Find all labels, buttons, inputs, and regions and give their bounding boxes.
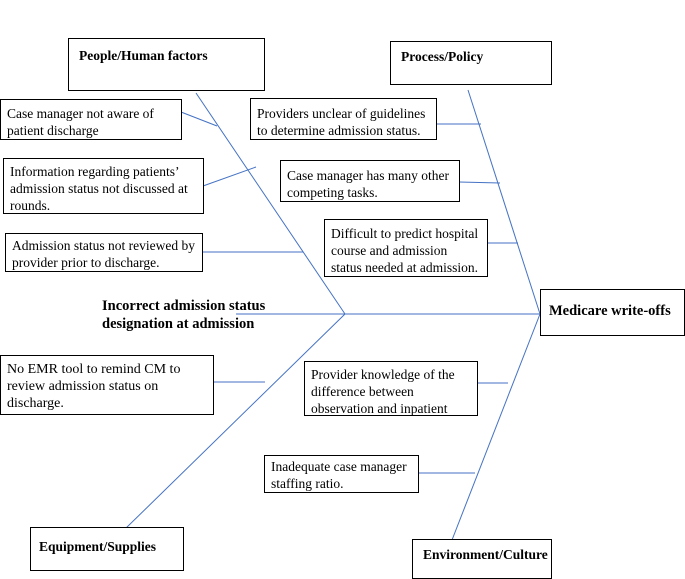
equipment-cause-1: No EMR tool to remind CM to review admis… bbox=[0, 355, 214, 415]
process-bone bbox=[467, 89, 541, 315]
people-bone bbox=[195, 92, 346, 315]
process-cause-3: Difficult to predict hospital course and… bbox=[324, 219, 488, 277]
equipment-cause-1-text: No EMR tool to remind CM to review admis… bbox=[7, 362, 181, 411]
effect-box: Medicare write-offs bbox=[540, 289, 685, 336]
environment-cause-1-text: Provider knowledge of the difference bet… bbox=[311, 367, 455, 416]
environment-cause-2-text: Inadequate case manager staffing ratio. bbox=[271, 459, 407, 491]
environment-cause-1: Provider knowledge of the difference bet… bbox=[304, 361, 478, 416]
people-cause-2-text: Information regarding patients’ admissio… bbox=[10, 164, 188, 213]
category-process-box: Process/Policy bbox=[390, 41, 552, 85]
equipment-bone bbox=[121, 313, 346, 533]
process-cause-1-text: Providers unclear of guidelines to deter… bbox=[257, 106, 426, 138]
people-cause-2-line bbox=[202, 166, 257, 187]
environment-bone bbox=[451, 313, 541, 541]
process-cause-1: Providers unclear of guidelines to deter… bbox=[250, 98, 437, 140]
people-cause-1-text: Case manager not aware of patient discha… bbox=[7, 106, 154, 138]
category-equipment-box: Equipment/Supplies bbox=[30, 527, 184, 571]
problem-statement-text: Incorrect admission status designation a… bbox=[102, 298, 266, 332]
process-cause-2: Case manager has many other competing ta… bbox=[280, 160, 460, 202]
category-equipment-label: Equipment/Supplies bbox=[39, 539, 157, 554]
people-cause-2: Information regarding patients’ admissio… bbox=[3, 158, 204, 214]
process-cause-2-text: Case manager has many other competing ta… bbox=[287, 168, 449, 200]
people-cause-3: Admission status not reviewed by provide… bbox=[5, 233, 203, 272]
process-cause-3-text: Difficult to predict hospital course and… bbox=[331, 226, 479, 275]
category-environment-label: Environment/Culture bbox=[423, 547, 548, 562]
environment-cause-2: Inadequate case manager staffing ratio. bbox=[264, 455, 419, 493]
people-cause-1-line bbox=[180, 111, 218, 127]
effect-label: Medicare write-offs bbox=[549, 303, 671, 319]
people-cause-3-text: Admission status not reviewed by provide… bbox=[12, 238, 195, 270]
category-people-label: People/Human factors bbox=[79, 48, 208, 63]
process-cause-2-line bbox=[458, 181, 501, 184]
people-cause-1: Case manager not aware of patient discha… bbox=[0, 99, 182, 140]
category-people-box: People/Human factors bbox=[68, 38, 265, 91]
category-environment-box: Environment/Culture bbox=[412, 539, 552, 579]
category-process-label: Process/Policy bbox=[401, 49, 484, 64]
problem-statement: Incorrect admission status designation a… bbox=[102, 297, 302, 333]
